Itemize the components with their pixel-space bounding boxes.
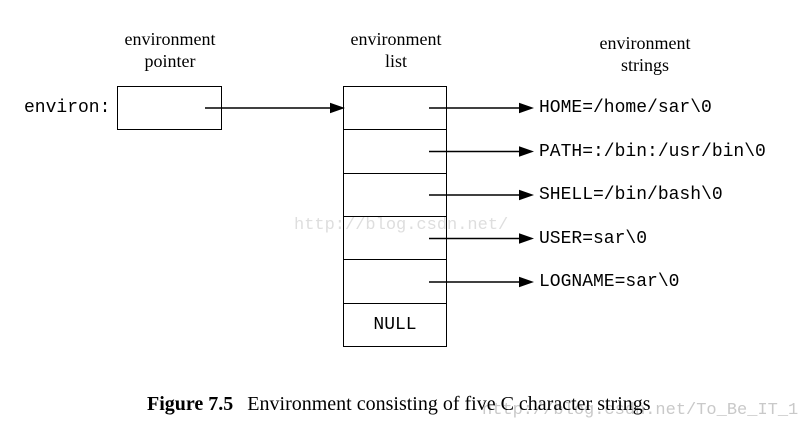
figure-caption-text: Environment consisting of five C charact… (247, 393, 651, 415)
env-list-cell-home (344, 87, 446, 129)
figure-caption: Figure 7.5 Environment consisting of five… (147, 392, 651, 416)
header-environment-strings: environment strings (560, 32, 730, 76)
env-string-user: USER=sar\0 (539, 228, 648, 249)
header-environment-pointer: environment pointer (85, 28, 255, 72)
env-string-path: PATH=:/bin:/usr/bin\0 (539, 141, 766, 162)
header-environment-list: environment list (311, 28, 481, 72)
env-string-home: HOME=/home/sar\0 (539, 98, 712, 118)
header-environment-list-line2: list (384, 51, 407, 71)
header-environment-pointer-line1: environment (124, 29, 216, 49)
env-list-cell-path (344, 129, 446, 172)
env-list-cell-null: NULL (344, 302, 446, 346)
environ-label: environ: (24, 98, 111, 118)
figure-caption-label: Figure 7.5 (147, 393, 234, 415)
env-list-cell-logname (344, 259, 446, 302)
env-list-cell-user (344, 215, 446, 259)
environment-pointer-box (117, 86, 222, 130)
header-environment-list-line1: environment (350, 29, 442, 49)
env-string-logname: LOGNAME=sar\0 (539, 272, 680, 292)
null-label: NULL (373, 314, 417, 335)
env-string-shell: SHELL=/bin/bash\0 (539, 185, 723, 205)
environment-list-box: NULL (343, 86, 447, 347)
header-environment-strings-line2: strings (620, 55, 669, 75)
environ-to-list-arrow (205, 102, 345, 114)
header-environment-strings-line1: environment (599, 33, 691, 53)
env-list-cell-shell (344, 172, 446, 216)
header-environment-pointer-line2: pointer (144, 51, 196, 71)
